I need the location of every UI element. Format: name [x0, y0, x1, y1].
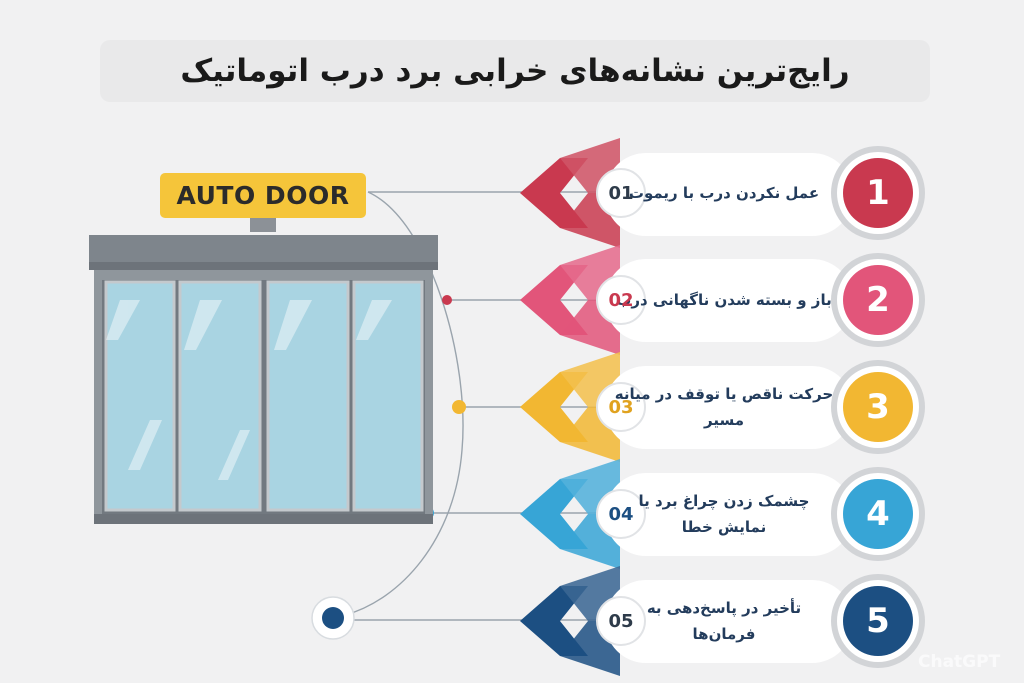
arrow-1 — [520, 158, 588, 228]
page-title: رایج‌ترین نشانه‌های خرابی برد درب اتومات… — [180, 53, 850, 89]
item-row-5 — [520, 566, 925, 676]
door-threshold — [94, 514, 433, 524]
item-text-3: حرکت ناقص یا توقف در میانه مسیر — [614, 384, 834, 429]
number-circle-2 — [843, 265, 913, 335]
number-circle-3 — [843, 372, 913, 442]
item-number-2: 2 — [866, 280, 890, 320]
item-code-4: 04 — [608, 503, 634, 525]
auto-door-sign-label: AUTO DOOR — [176, 181, 350, 210]
item-code-2: 02 — [608, 289, 634, 311]
item-row-2 — [520, 245, 925, 355]
number-circle-1 — [843, 158, 913, 228]
number-circle-5 — [843, 586, 913, 656]
glass-panel-center-left — [178, 280, 262, 512]
item-text-4: چشمک زدن چراغ برد یا نمایش خطا — [638, 491, 810, 536]
code-circle-5 — [596, 596, 646, 646]
pill-2 — [605, 259, 853, 342]
item-code-1: 01 — [608, 182, 634, 204]
code-circle-4 — [596, 489, 646, 539]
item-code-5: 05 — [608, 610, 634, 632]
glass-panel-center-right — [266, 280, 350, 512]
code-circle-2 — [596, 275, 646, 325]
item-row-1 — [520, 138, 925, 248]
item-row-3 — [520, 352, 925, 462]
pill-3 — [605, 366, 853, 449]
code-circle-3 — [596, 382, 646, 432]
arrow-5 — [520, 586, 588, 656]
glass-panel-right — [352, 280, 424, 512]
arrow-3 — [520, 372, 588, 442]
item-text-2: باز و بسته شدن ناگهانی درب — [616, 290, 832, 309]
sign-bracket — [250, 218, 276, 232]
connector-dot-3 — [452, 400, 466, 414]
item-code-3: 03 — [608, 396, 634, 418]
title-band — [100, 40, 930, 102]
door-illustration — [89, 235, 438, 524]
pill-4 — [605, 473, 853, 556]
item-text-1: عمل نکردن درب با ریموت — [628, 183, 820, 202]
glass-panel-left — [104, 280, 176, 512]
item-number-5: 5 — [866, 601, 890, 641]
arrow-4 — [520, 479, 588, 549]
arrow-2 — [520, 265, 588, 335]
auto-door-sign — [160, 173, 366, 218]
item-number-4: 4 — [866, 494, 890, 534]
item-text-5: تأخیر در پاسخ‌دهی به فرمان‌ها — [646, 598, 802, 643]
item-row-4 — [520, 459, 925, 569]
code-circle-1 — [596, 168, 646, 218]
item-number-3: 3 — [866, 387, 890, 427]
connector-dot-2 — [442, 295, 452, 305]
pill-1 — [605, 153, 853, 236]
connector-dot-5 — [322, 607, 344, 629]
watermark: ChatGPT — [918, 652, 1001, 672]
number-circle-4 — [843, 479, 913, 549]
item-number-1: 1 — [866, 173, 890, 213]
pill-5 — [605, 580, 853, 663]
